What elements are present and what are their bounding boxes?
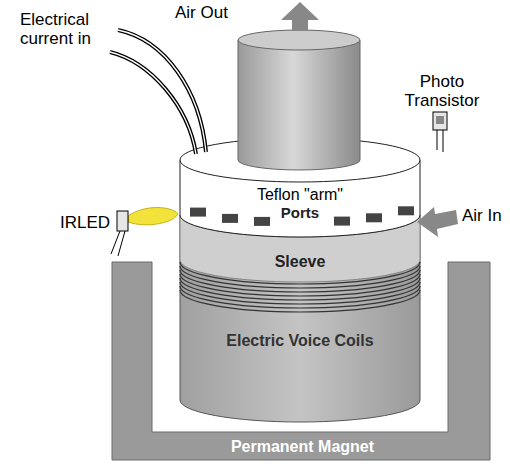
- air-out-arrow: [281, 2, 319, 31]
- air-in-arrow: [417, 207, 458, 237]
- air-tube: [238, 40, 360, 170]
- part-name: Electric Voice Coils: [226, 332, 373, 350]
- part-name: Teflon "arm": [257, 186, 343, 204]
- sleeve-part: Sleeve: [200, 250, 400, 274]
- part-name: Sleeve: [275, 253, 326, 271]
- air-tube-top: [238, 30, 360, 50]
- teflon-arm-part: Teflon "arm"Ports: [190, 184, 410, 224]
- magnet-part: Permanent Magnet: [160, 435, 445, 459]
- irled-symbol: [111, 208, 178, 257]
- flow-label: Air Out: [175, 3, 228, 22]
- voice-coil-part: Electric Voice Coils: [185, 329, 415, 353]
- emitter-label: IRLED: [60, 213, 110, 232]
- coil-cylinder: [180, 215, 420, 422]
- part-name: Permanent Magnet: [231, 438, 374, 456]
- wire-label: Electrical current in: [20, 10, 120, 48]
- phototransistor-symbol: [433, 112, 447, 152]
- flow-label: Air In: [462, 206, 502, 225]
- sensor-label: Photo Transistor: [402, 72, 482, 110]
- part-subname: Ports: [281, 204, 319, 222]
- current-wires: [110, 30, 206, 154]
